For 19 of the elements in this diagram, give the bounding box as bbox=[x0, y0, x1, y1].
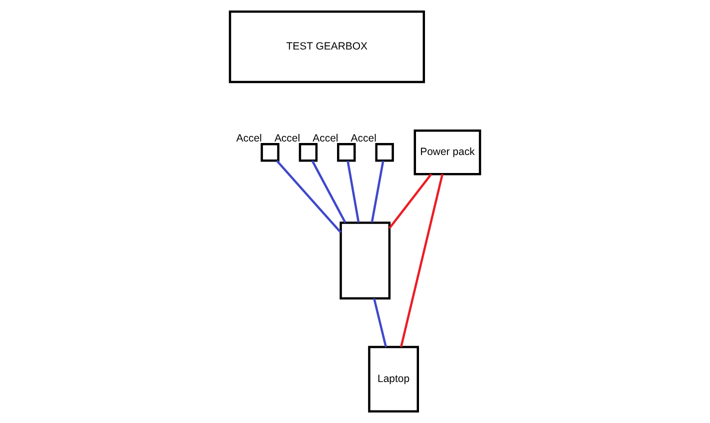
node-label: Accel bbox=[236, 133, 262, 144]
node-label: Accel bbox=[312, 133, 338, 144]
node-box bbox=[298, 143, 318, 162]
node-box: Laptop bbox=[368, 346, 419, 412]
node-box bbox=[260, 143, 280, 162]
connector bbox=[373, 298, 387, 348]
connector bbox=[311, 160, 346, 223]
node-box bbox=[340, 222, 391, 300]
connector bbox=[400, 174, 444, 348]
connector bbox=[388, 174, 432, 229]
connector bbox=[346, 160, 360, 223]
node-box: TEST GEARBOX bbox=[228, 10, 425, 84]
node-label: Accel bbox=[350, 133, 376, 144]
node-box: Power pack bbox=[414, 130, 482, 176]
node-label: Accel bbox=[274, 133, 300, 144]
connector bbox=[370, 160, 384, 223]
node-box bbox=[337, 143, 356, 162]
node-box bbox=[375, 143, 394, 162]
connector bbox=[276, 160, 342, 234]
